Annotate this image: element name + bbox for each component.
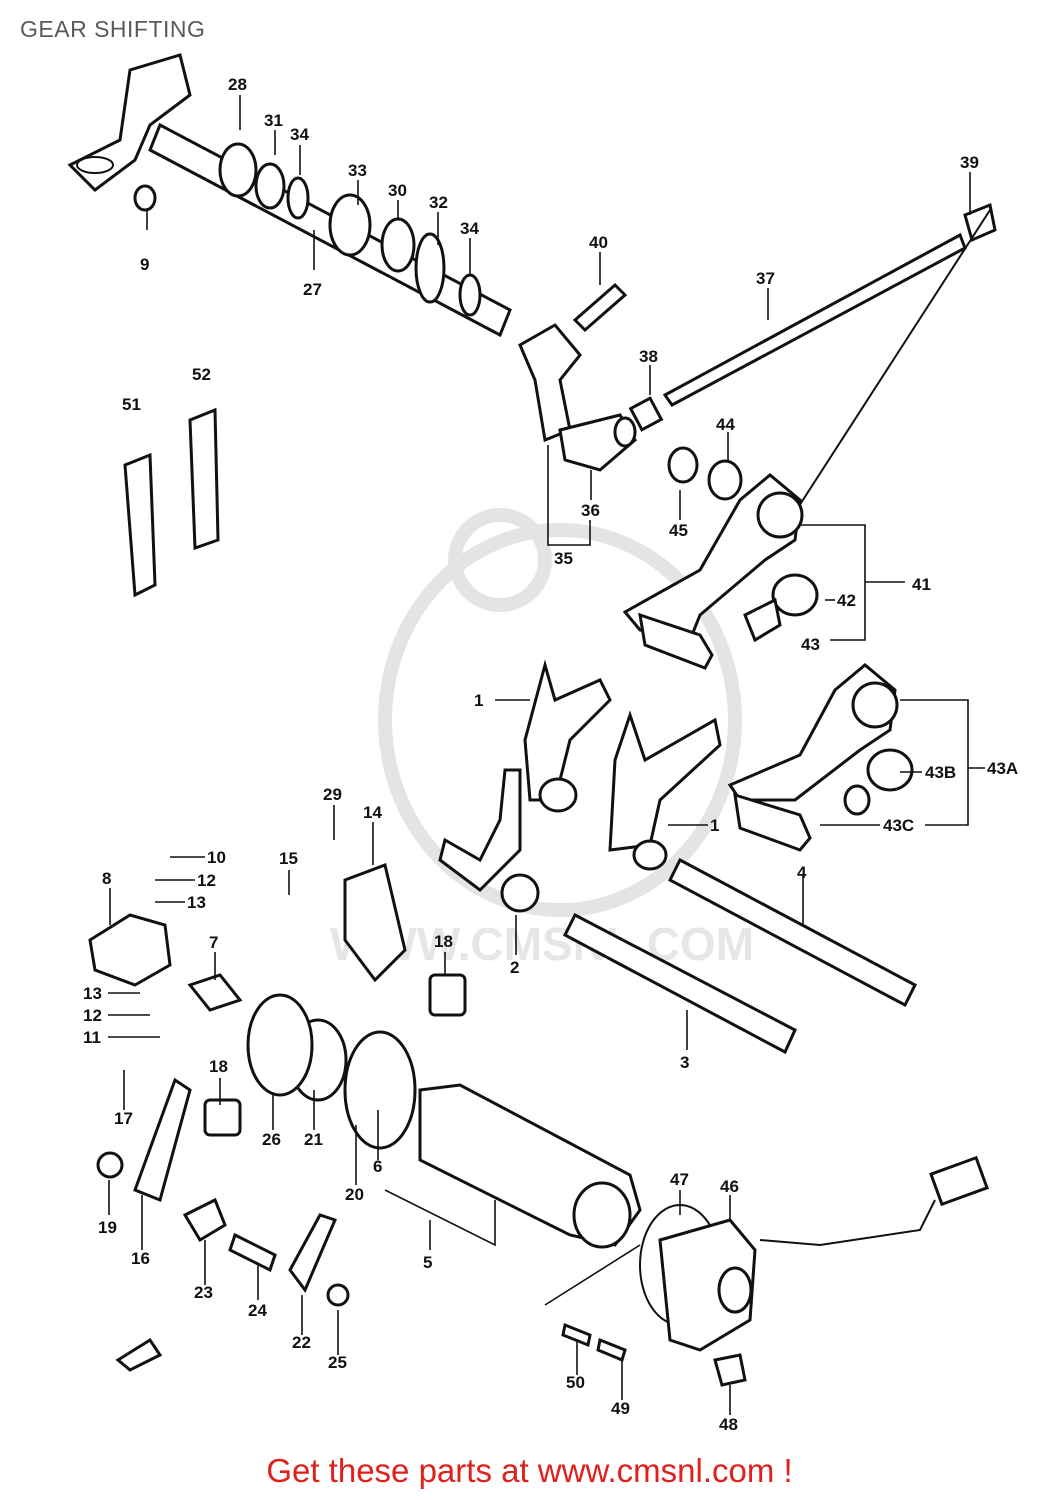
label-8: 8 [102, 869, 111, 888]
label-34: 34 [460, 219, 479, 238]
label-18: 18 [434, 932, 453, 951]
label-6: 6 [373, 1157, 382, 1176]
label-49: 49 [611, 1399, 630, 1418]
footer-link-text[interactable]: Get these parts at www.cmsnl.com ! [266, 1452, 793, 1489]
label-44: 44 [716, 415, 735, 434]
label-3: 3 [680, 1053, 689, 1072]
label-26: 26 [262, 1130, 281, 1149]
label-38: 38 [639, 347, 658, 366]
label-14: 14 [363, 803, 382, 822]
label-40: 40 [589, 233, 608, 252]
label-36: 36 [581, 501, 600, 520]
label-18: 18 [209, 1057, 228, 1076]
label-12: 12 [83, 1006, 102, 1025]
label-11: 11 [83, 1028, 101, 1047]
label-31: 31 [264, 111, 283, 130]
shift-pedal-41 [622, 446, 819, 670]
shift-forks [438, 659, 722, 913]
label-43B: 43B [925, 763, 956, 782]
label-25: 25 [328, 1353, 347, 1372]
label-51: 51 [122, 395, 141, 414]
label-10: 10 [207, 848, 226, 867]
label-5: 5 [423, 1253, 432, 1272]
label-12: 12 [197, 871, 216, 890]
label-9: 9 [140, 255, 149, 274]
small-parts [88, 407, 467, 1372]
label-52: 52 [192, 365, 211, 384]
label-1: 1 [474, 691, 483, 710]
label-39: 39 [960, 153, 979, 172]
label-29: 29 [323, 785, 342, 804]
label-43A: 43A [987, 759, 1018, 778]
shift-shaft [67, 53, 512, 338]
leader-lines [108, 95, 985, 1415]
label-43C: 43C [883, 816, 914, 835]
label-13: 13 [83, 984, 102, 1003]
label-47: 47 [670, 1170, 689, 1189]
label-41: 41 [912, 575, 931, 594]
label-50: 50 [566, 1373, 585, 1392]
label-2: 2 [510, 958, 519, 977]
label-32: 32 [429, 193, 448, 212]
shift-drum [246, 993, 642, 1249]
fork-shafts [563, 857, 917, 1055]
label-20: 20 [345, 1185, 364, 1204]
label-27: 27 [303, 280, 322, 299]
label-43: 43 [801, 635, 820, 654]
label-13: 13 [187, 893, 206, 912]
label-46: 46 [720, 1177, 739, 1196]
shift-link [518, 202, 997, 521]
label-16: 16 [131, 1249, 150, 1268]
label-33: 33 [348, 161, 367, 180]
label-19: 19 [98, 1218, 117, 1237]
label-34: 34 [290, 125, 309, 144]
label-7: 7 [209, 933, 218, 952]
label-35: 35 [554, 549, 573, 568]
gear-position-switch [544, 1155, 989, 1387]
label-24: 24 [248, 1301, 267, 1320]
label-30: 30 [388, 181, 407, 200]
label-1: 1 [710, 816, 719, 835]
label-22: 22 [292, 1333, 311, 1352]
label-28: 28 [228, 75, 247, 94]
label-45: 45 [669, 521, 688, 540]
label-48: 48 [719, 1415, 738, 1434]
label-15: 15 [279, 849, 298, 868]
label-42: 42 [837, 591, 856, 610]
label-37: 37 [756, 269, 775, 288]
label-23: 23 [194, 1283, 213, 1302]
shift-pedal-43A [727, 663, 914, 852]
label-21: 21 [304, 1130, 323, 1149]
label-17: 17 [114, 1109, 133, 1128]
label-4: 4 [797, 863, 807, 882]
page-title: GEAR SHIFTING [20, 16, 206, 42]
